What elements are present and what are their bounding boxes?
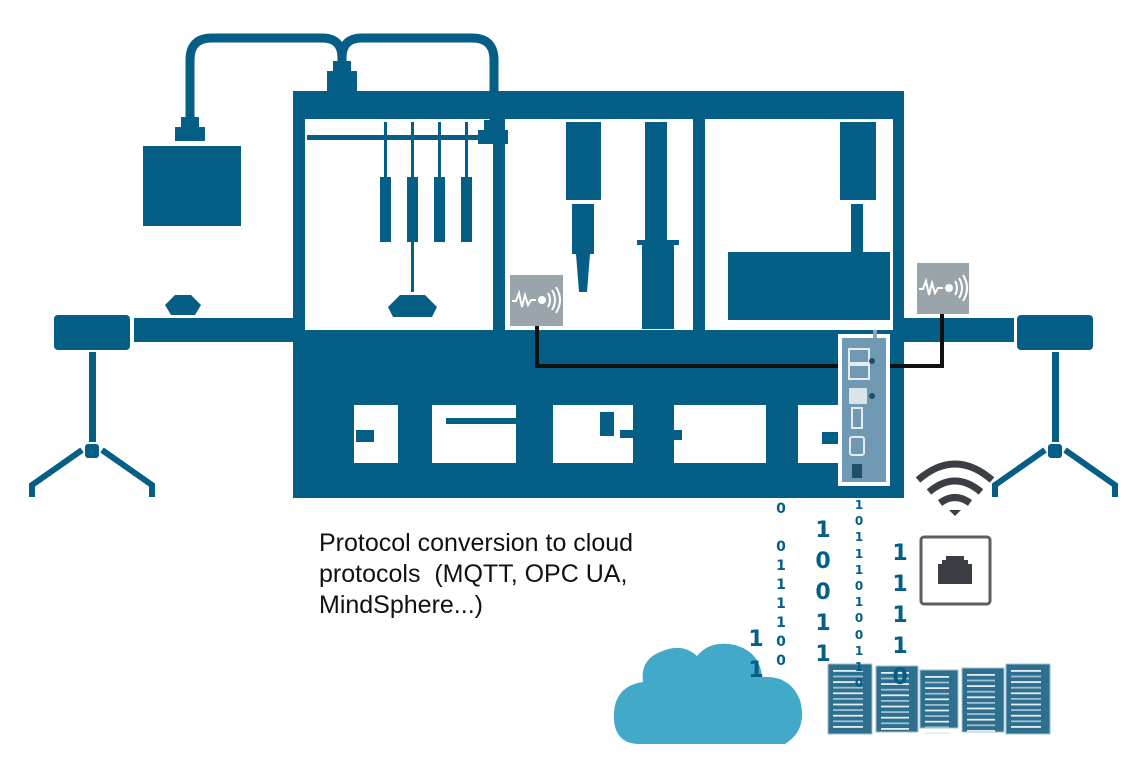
binary-stream: 0 0 1 1 1 1 0 0 [770, 500, 792, 671]
cabinet-panels [354, 405, 838, 463]
caption-line: MindSphere...) [319, 591, 483, 619]
conveyor-belt [54, 295, 1093, 350]
pendant-part [388, 295, 437, 317]
server-racks [827, 663, 1051, 735]
binary-digit: 1 [854, 530, 864, 545]
binary-stream: 1 1 1 1 0 [887, 538, 913, 693]
binary-digit: 0 [815, 580, 831, 605]
binary-digit: 1 [854, 498, 864, 512]
binary-digit: 0 [776, 539, 786, 555]
binary-digit: 1 [776, 615, 786, 631]
caption-text: Protocol conversion to cloud protocols (… [319, 528, 699, 621]
caption-line: protocols (MQTT, OPC UA, [319, 560, 628, 588]
binary-digit: 1 [892, 634, 908, 659]
server-rack-icon [919, 669, 959, 734]
binary-digit: 1 [748, 658, 764, 683]
binary-digit: 0 [892, 665, 908, 690]
wifi-icon [915, 460, 995, 506]
binary-digit: 0 [854, 627, 864, 642]
server-rack-icon [875, 665, 919, 733]
binary-digit: 0 [854, 514, 864, 529]
overhead-cable [185, 33, 499, 130]
binary-digit: 1 [854, 595, 864, 610]
binary-digit: 0 [815, 549, 831, 574]
binary-digit: 1 [815, 518, 831, 543]
vibration-sensor-icon [512, 289, 536, 308]
binary-digit: 0 [854, 676, 864, 691]
binary-digit: 1 [776, 558, 786, 574]
vibration-sensor-right [917, 263, 969, 314]
press-tool [566, 122, 679, 329]
binary-digit: 1 [815, 642, 831, 667]
binary-digit: 0 [776, 501, 786, 517]
binary-digit: 1 [776, 577, 786, 593]
vibration-sensor-icon [919, 277, 943, 296]
binary-digit [770, 519, 792, 538]
lifting-unit [728, 122, 890, 320]
binary-digit: 1 [892, 572, 908, 597]
binary-digit: 1 [892, 603, 908, 628]
sensor-cable [535, 314, 944, 368]
iot-gateway-device [838, 330, 890, 486]
binary-digit: 0 [776, 653, 786, 669]
machine-frame [293, 91, 904, 498]
binary-digit: 1 [854, 562, 864, 577]
server-rack-icon [827, 663, 873, 735]
conveyor-stand [29, 352, 1118, 497]
binary-digit: 1 [748, 627, 764, 652]
caption-line: Protocol conversion to cloud [319, 529, 634, 557]
binary-digit: 1 [776, 596, 786, 612]
binary-digit: 0 [854, 611, 864, 626]
pendant-rod [411, 242, 414, 292]
dispensing-nozzles [380, 122, 472, 242]
binary-stream: 1 0 0 1 1 [810, 515, 836, 670]
binary-digit: 0 [776, 634, 786, 650]
wifi-dot [949, 510, 961, 516]
binary-digit: 1 [854, 643, 864, 658]
vibration-sensor-left [510, 275, 563, 326]
binary-digit: 1 [892, 541, 908, 566]
binary-digit: 0 [854, 579, 864, 594]
binary-digit: 1 [854, 546, 864, 561]
cloud-icon [613, 643, 803, 744]
gantry-rail [307, 135, 485, 140]
binary-digit: 1 [854, 660, 864, 675]
binary-digit: 1 [815, 611, 831, 636]
ethernet-port-icon [919, 535, 992, 606]
server-rack-icon [1005, 663, 1051, 735]
control-box [143, 146, 241, 226]
server-rack-icon [961, 667, 1005, 733]
